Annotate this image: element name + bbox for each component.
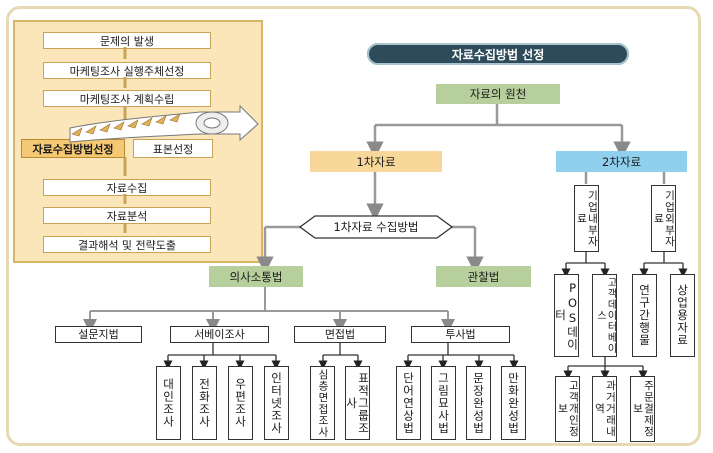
leaf-projective-3: 문장완성법 [466, 366, 491, 440]
research-process-panel: 문제의 발생 마케팅조사 실행주체선정 마케팅조사 계획수립 자료수집방법선정 … [13, 20, 263, 263]
process-step-3: 마케팅조사 계획수립 [43, 90, 211, 107]
leaf-customer-db: 고객데이터베이스 [592, 274, 617, 357]
node-observation: 관찰법 [436, 266, 531, 287]
process-step-6: 결과해석 및 전략도출 [43, 236, 211, 253]
leaf-projective-2: 그림묘사법 [431, 366, 456, 440]
node-primary-methods: 1차자료 수집방법 [333, 220, 419, 234]
node-data-source: 자료의 원천 [436, 84, 560, 104]
process-step-2: 마케팅조사 실행주체선정 [43, 62, 211, 79]
leaf-pos-data: POS데이터 [554, 274, 580, 357]
primary-methods-hexagon [298, 215, 454, 239]
leaf-research-pub: 연구간행물 [632, 274, 657, 357]
node-secondary-data: 2차자료 [556, 151, 687, 172]
node-interview: 면접법 [294, 326, 386, 343]
process-step-1: 문제의 발생 [43, 32, 211, 49]
leaf-interview-2: 표적그룹조사 [345, 366, 371, 440]
leaf-survey-3: 우편조사 [228, 366, 253, 440]
leaf-transaction-history: 과거거래내역 [592, 376, 617, 442]
node-communication: 의사소통법 [209, 266, 303, 287]
node-survey: 서베이조사 [170, 326, 269, 343]
leaf-projective-1: 단어연상법 [396, 366, 421, 440]
leaf-customer-info: 고객개인정보 [555, 376, 580, 442]
spiral-arrow-icon [69, 104, 259, 143]
process-step-sample: 표본선정 [133, 139, 213, 158]
node-projective: 투사법 [411, 326, 510, 343]
leaf-projective-4: 만화완성법 [501, 366, 526, 440]
node-primary-data: 1차자료 [310, 151, 442, 172]
leaf-survey-4: 인터넷조사 [264, 366, 289, 440]
node-questionnaire: 설문지법 [55, 326, 142, 343]
leaf-interview-1: 심층면접조사 [310, 366, 335, 440]
leaf-commercial-data: 상업용자료 [670, 274, 695, 357]
node-external-data: 기업외부자료 [651, 185, 676, 252]
process-step-4: 자료수집 [43, 179, 211, 196]
outer-frame [6, 6, 701, 446]
node-internal-data: 기업내부자료 [574, 185, 599, 252]
process-step-5: 자료분석 [43, 207, 211, 224]
diagram-title: 자료수집방법 선정 [367, 43, 629, 65]
leaf-survey-1: 대인조사 [156, 366, 181, 440]
leaf-payment-info: 주문결제정보 [630, 376, 655, 442]
leaf-survey-2: 전화조사 [192, 366, 217, 440]
